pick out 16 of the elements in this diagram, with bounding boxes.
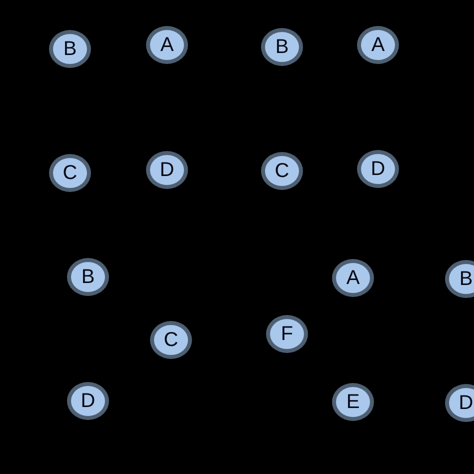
circle-node: F [266, 315, 308, 353]
circle-node: C [261, 152, 303, 190]
circle-node: B [445, 260, 474, 298]
circle-node: B [49, 30, 91, 68]
circle-node: D [146, 151, 188, 189]
circle-node: C [150, 321, 192, 359]
circle-node: B [67, 258, 109, 296]
circle-node: D [67, 382, 109, 420]
circle-node: D [357, 150, 399, 188]
circle-node: E [332, 383, 374, 421]
circle-node: A [357, 26, 399, 64]
circle-node: A [332, 259, 374, 297]
circle-node: C [49, 154, 91, 192]
circle-node: B [261, 28, 303, 66]
circle-node: A [146, 26, 188, 64]
circle-node: D [445, 384, 474, 422]
